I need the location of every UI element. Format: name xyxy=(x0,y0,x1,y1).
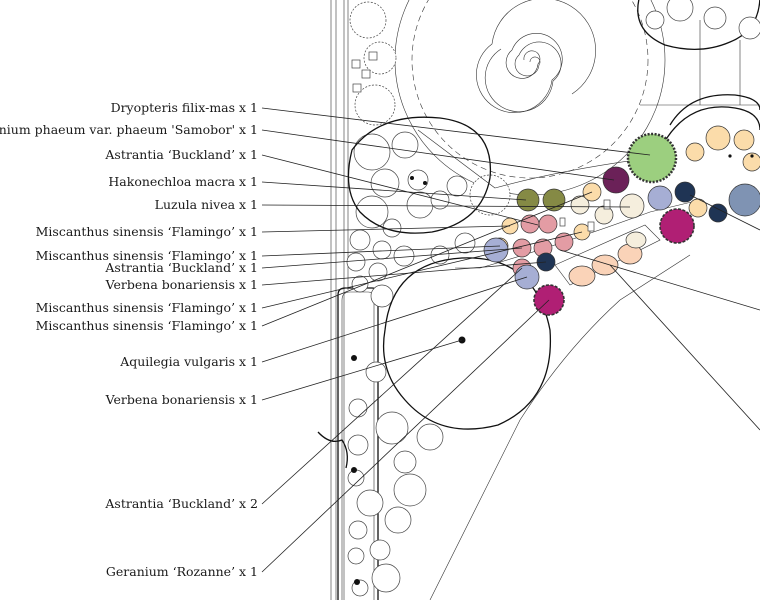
label-luzula: Luzula nivea x 1 xyxy=(155,197,258,212)
plant-labels: Dryopteris filix-mas x 1 Geranium phaeum… xyxy=(0,100,258,579)
climber-lines xyxy=(317,431,348,469)
label-verbena-1: Verbena bonariensis x 1 xyxy=(105,277,258,292)
upper-right-shrubs xyxy=(637,0,760,126)
plant-astrantia-1 xyxy=(520,214,540,234)
label-aquilegia: Aquilegia vulgaris x 1 xyxy=(119,354,258,369)
white-perennial-cluster xyxy=(346,131,476,308)
coloured-plants xyxy=(483,125,760,316)
label-astrantia-3: Astrantia ‘Buckland’ x 2 xyxy=(104,496,258,511)
label-geranium-rozanne: Geranium ‘Rozanne’ x 1 xyxy=(106,564,258,579)
tree-canopies xyxy=(347,106,760,430)
label-miscanthus-3: Miscanthus sinensis ‘Flamingo’ x 1 xyxy=(36,300,258,315)
plant-luzula xyxy=(619,193,645,219)
leader-lines xyxy=(261,107,760,573)
plant-geranium-rozanne-2 xyxy=(659,208,695,244)
label-miscanthus-4: Miscanthus sinensis ‘Flamingo’ x 1 xyxy=(36,318,258,333)
plant-dryopteris xyxy=(626,132,678,184)
label-astrantia-2: Astrantia ‘Buckland’ x 1 xyxy=(104,260,258,275)
label-dryopteris: Dryopteris filix-mas x 1 xyxy=(111,100,258,115)
label-geranium-samobor: Geranium phaeum var. phaeum 'Samobor' x … xyxy=(0,122,258,137)
plant-geranium-samobor xyxy=(602,166,630,194)
label-hakonechloa: Hakonechloa macra x 1 xyxy=(108,174,258,189)
plant-hakonechloa-1 xyxy=(516,188,540,212)
label-astrantia-1: Astrantia ‘Buckland’ x 1 xyxy=(104,147,258,162)
stepping-pads xyxy=(351,51,378,93)
label-miscanthus-2: Miscanthus sinensis ‘Flamingo’ x 1 xyxy=(36,248,258,263)
label-verbena-2: Verbena bonariensis x 1 xyxy=(105,392,258,407)
spiky-plants-column xyxy=(349,1,511,216)
lower-white-cluster xyxy=(347,361,444,597)
label-miscanthus-1: Miscanthus sinensis ‘Flamingo’ x 1 xyxy=(36,224,258,239)
